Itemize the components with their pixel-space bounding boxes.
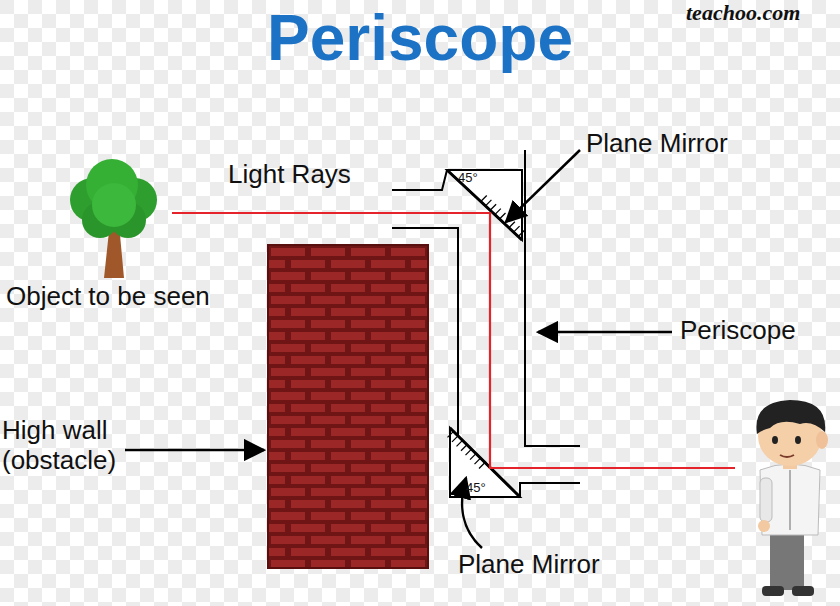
- mirror-label: Plane Mirror: [586, 129, 728, 159]
- angle-label: 45°: [466, 481, 486, 496]
- wall-label: High wall (obstacle): [2, 416, 124, 476]
- angle-label: 45°: [458, 171, 478, 186]
- mirror-label: Plane Mirror: [458, 550, 600, 580]
- plane-mirror-top: [447, 170, 524, 240]
- brick-wall: [268, 245, 428, 568]
- object-label: Object to be seen: [6, 282, 210, 312]
- light-ray: [172, 213, 735, 468]
- tree: [70, 159, 157, 278]
- leader-arrows: [125, 150, 672, 548]
- periscope-label: Periscope: [680, 316, 796, 346]
- ray-label: Light Rays: [228, 160, 351, 190]
- plane-mirror-bottom: [448, 428, 521, 497]
- watermark: teachoo.com: [686, 0, 800, 25]
- person: [756, 400, 828, 596]
- periscope-tube: [392, 150, 580, 497]
